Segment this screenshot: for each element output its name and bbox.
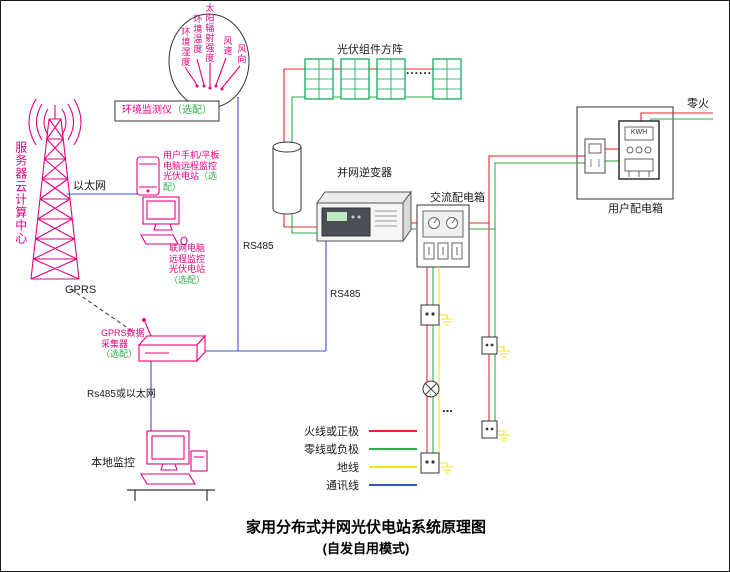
legend-live-line (369, 430, 417, 432)
inverter-label: 并网逆变器 (337, 167, 392, 179)
ethernet-label: 以太网 (73, 180, 106, 192)
wall-socket-4 (481, 420, 498, 439)
legend-row-live: 火线或正极 (295, 422, 417, 440)
kwh-meter-label: KWH (630, 129, 648, 136)
legend-neutral-label: 零线或负极 (304, 444, 359, 456)
gprs-wireless-link (70, 288, 136, 334)
phone-note: 用户手机/平板电脑远程监控光伏电站（选配） (163, 150, 221, 192)
legend-row-neutral: 零线或负极 (295, 440, 417, 458)
pv-panel-2 (340, 58, 370, 100)
inverter-vents (375, 210, 397, 227)
pv-panel-4 (432, 58, 462, 100)
legend-ground-line (369, 466, 417, 468)
legend: 火线或正极 零线或负极 地线 通讯线 (295, 422, 417, 494)
optional-suffix: （选配） (163, 171, 218, 192)
gprs-label: GPRS (65, 284, 97, 296)
dc-protection-cylinder (272, 141, 302, 215)
diagram-title: 家用分布式并网光伏电站系统原理图 (245, 519, 486, 536)
env-monitor-label-box (114, 100, 220, 122)
radio-waves-icon (28, 98, 82, 146)
ground-socket4-wire (497, 430, 510, 442)
ac-box-internals (422, 210, 464, 260)
rs485-upper-label: RS485 (243, 241, 274, 252)
optional-suffix: （选配） (172, 105, 212, 116)
ground-socket1-wire (439, 314, 453, 326)
main-bus-live-wire (488, 155, 577, 438)
legend-comm-label: 通讯线 (326, 480, 359, 492)
sensor-humidity-label: 环境湿度 (180, 27, 191, 67)
rs485-or-ethernet-label: Rs485或以太网 (87, 389, 156, 400)
phone-note-text: 用户手机/平板电脑远程监控光伏电站 (163, 150, 220, 181)
gprs-collector-text: GPRS数据采集器 (101, 328, 145, 349)
inverter-display (327, 212, 347, 221)
ac-box-label: 交流配电箱 (430, 192, 485, 204)
cylinder-inverter-live-wire (283, 211, 319, 228)
env-monitor-station (114, 13, 250, 122)
pv-dc-neutral-wire (291, 96, 457, 143)
load-ellipsis: ... (442, 400, 453, 415)
diagram-subtitle: (自发自用模式) (322, 541, 410, 556)
sensor-temperature-label: 环境温度 (192, 14, 203, 54)
local-monitor-label: 本地监控 (91, 457, 135, 469)
pv-panel-3 (376, 58, 406, 100)
gprs-collector-note: GPRS数据采集器（选配） (101, 328, 145, 360)
pv-panel-1 (304, 58, 334, 100)
meter-grid-live-wire (640, 112, 713, 121)
local-computer (127, 430, 215, 501)
sensor-wind-speed-label: 风速 (222, 36, 233, 56)
optional-suffix: （选配） (169, 274, 206, 285)
legend-comm-line (369, 484, 417, 486)
desk (127, 489, 215, 501)
sensor-radiation-label: 太阳辐射强度 (204, 3, 215, 63)
panel-ellipsis: ...... (406, 63, 433, 77)
ceiling-lamp (422, 380, 440, 398)
remote-computer (140, 196, 188, 246)
user-box-label: 用户配电箱 (608, 203, 663, 215)
grid-inverter (316, 190, 412, 243)
pc-note: 联网电脑远程监控光伏电站（选配） (169, 243, 209, 285)
legend-row-comm: 通讯线 (295, 476, 417, 494)
user-box-internals (584, 120, 660, 180)
legend-ground-label: 地线 (337, 462, 359, 474)
sensor-wind-direction-label: 风向 (236, 44, 247, 64)
pv-array-label: 光伏组件方阵 (337, 44, 403, 56)
smartphone (136, 156, 160, 196)
optional-suffix: （选配） (101, 349, 138, 359)
radio-tower (28, 98, 82, 280)
ground-socket2-wire (439, 462, 453, 474)
main-bus-neutral-wire (494, 162, 577, 438)
legend-row-ground: 地线 (295, 458, 417, 476)
wall-socket-3 (481, 336, 498, 355)
ground-socket3-wire (497, 346, 510, 358)
wall-socket-2 (420, 452, 440, 474)
cylinder-inverter-neutral-wire (291, 211, 319, 234)
env-monitor-box-label: 环境监测仪（选配） (115, 101, 219, 121)
gprs-data-collector (137, 318, 207, 363)
neutral-live-label: 零火 (687, 98, 709, 110)
legend-neutral-line (369, 448, 417, 450)
wall-socket-1 (420, 304, 440, 326)
pc-note-text: 联网电脑远程监控光伏电站 (169, 243, 206, 274)
rs485-lower-label: RS485 (330, 289, 361, 300)
env-monitor-text: 环境监测仪 (122, 105, 172, 116)
legend-live-label: 火线或正极 (304, 426, 359, 438)
antenna-icon (142, 318, 146, 322)
server-center-label: 服务器云计算中心 (13, 141, 28, 245)
